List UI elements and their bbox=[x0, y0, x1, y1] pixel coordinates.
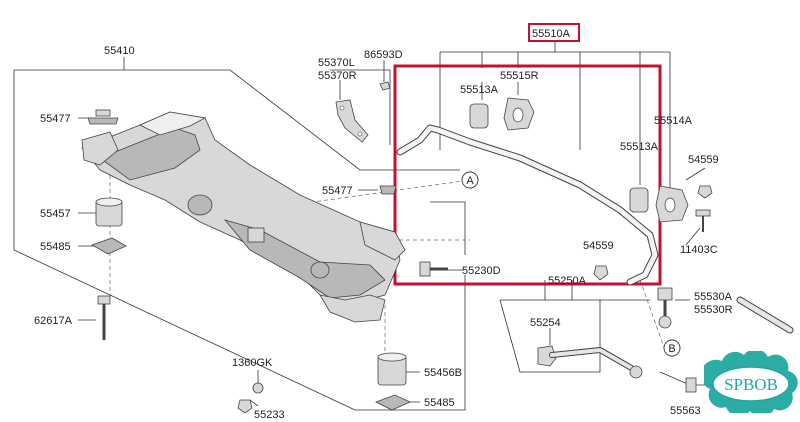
svg-text:SPBOB: SPBOB bbox=[724, 375, 778, 394]
label-55513a-a: 55513A bbox=[460, 84, 499, 96]
link-assembly-outline bbox=[499, 299, 650, 373]
label-55230d: 55230D bbox=[462, 265, 501, 277]
label-55370l: 55370L bbox=[318, 57, 355, 69]
stabilizer-bar-part bbox=[396, 124, 659, 286]
label-55530a: 55530A bbox=[694, 291, 733, 303]
label-86593d: 86593D bbox=[364, 49, 403, 61]
label-55530r: 55530R bbox=[694, 304, 733, 316]
label-55457: 55457 bbox=[40, 208, 71, 220]
label-55233: 55233 bbox=[254, 409, 285, 421]
part-number-highlight-box bbox=[528, 23, 580, 42]
stabilizer-link-part bbox=[537, 287, 794, 393]
label-55254: 55254 bbox=[530, 317, 561, 329]
subframe-part bbox=[81, 111, 406, 323]
label-54559-a: 54559 bbox=[688, 154, 719, 166]
stabilizer-highlight-box bbox=[393, 64, 662, 286]
label-55250a: 55250A bbox=[548, 275, 587, 287]
label-1360gk: 1360GK bbox=[232, 357, 273, 369]
ref-marker-a: A bbox=[461, 171, 479, 189]
fastener-parts bbox=[87, 109, 713, 414]
bracket-part bbox=[335, 81, 391, 143]
callout-labels: 55410 55477 55457 55485 62617A 55370L 55… bbox=[34, 28, 733, 421]
ref-marker-b: B bbox=[663, 339, 681, 357]
leader-lines bbox=[78, 57, 706, 407]
label-55514a: 55514A bbox=[654, 115, 693, 127]
label-55513a-b: 55513A bbox=[620, 141, 659, 153]
label-55485-a: 55485 bbox=[40, 241, 71, 253]
bushing-part bbox=[469, 97, 689, 223]
stabilizer-assembly-bracket bbox=[439, 40, 671, 190]
label-55456b: 55456B bbox=[424, 367, 462, 379]
spbob-watermark-logo: SPBOB bbox=[704, 351, 798, 413]
label-55510a: 55510A bbox=[532, 28, 571, 40]
label-55563: 55563 bbox=[670, 405, 701, 417]
label-55410: 55410 bbox=[104, 45, 135, 57]
svg-text:B: B bbox=[668, 343, 675, 355]
label-55515r: 55515R bbox=[500, 70, 539, 82]
bracket-outline bbox=[330, 69, 391, 145]
label-55370r: 55370R bbox=[318, 70, 357, 82]
label-54559-b: 54559 bbox=[583, 240, 614, 252]
label-62617a: 62617A bbox=[34, 315, 73, 327]
label-55477-b: 55477 bbox=[322, 185, 353, 197]
svg-text:A: A bbox=[466, 175, 474, 187]
label-55477-a: 55477 bbox=[40, 113, 71, 125]
label-55485-b: 55485 bbox=[424, 397, 455, 409]
label-11403c: 11403C bbox=[680, 244, 718, 256]
